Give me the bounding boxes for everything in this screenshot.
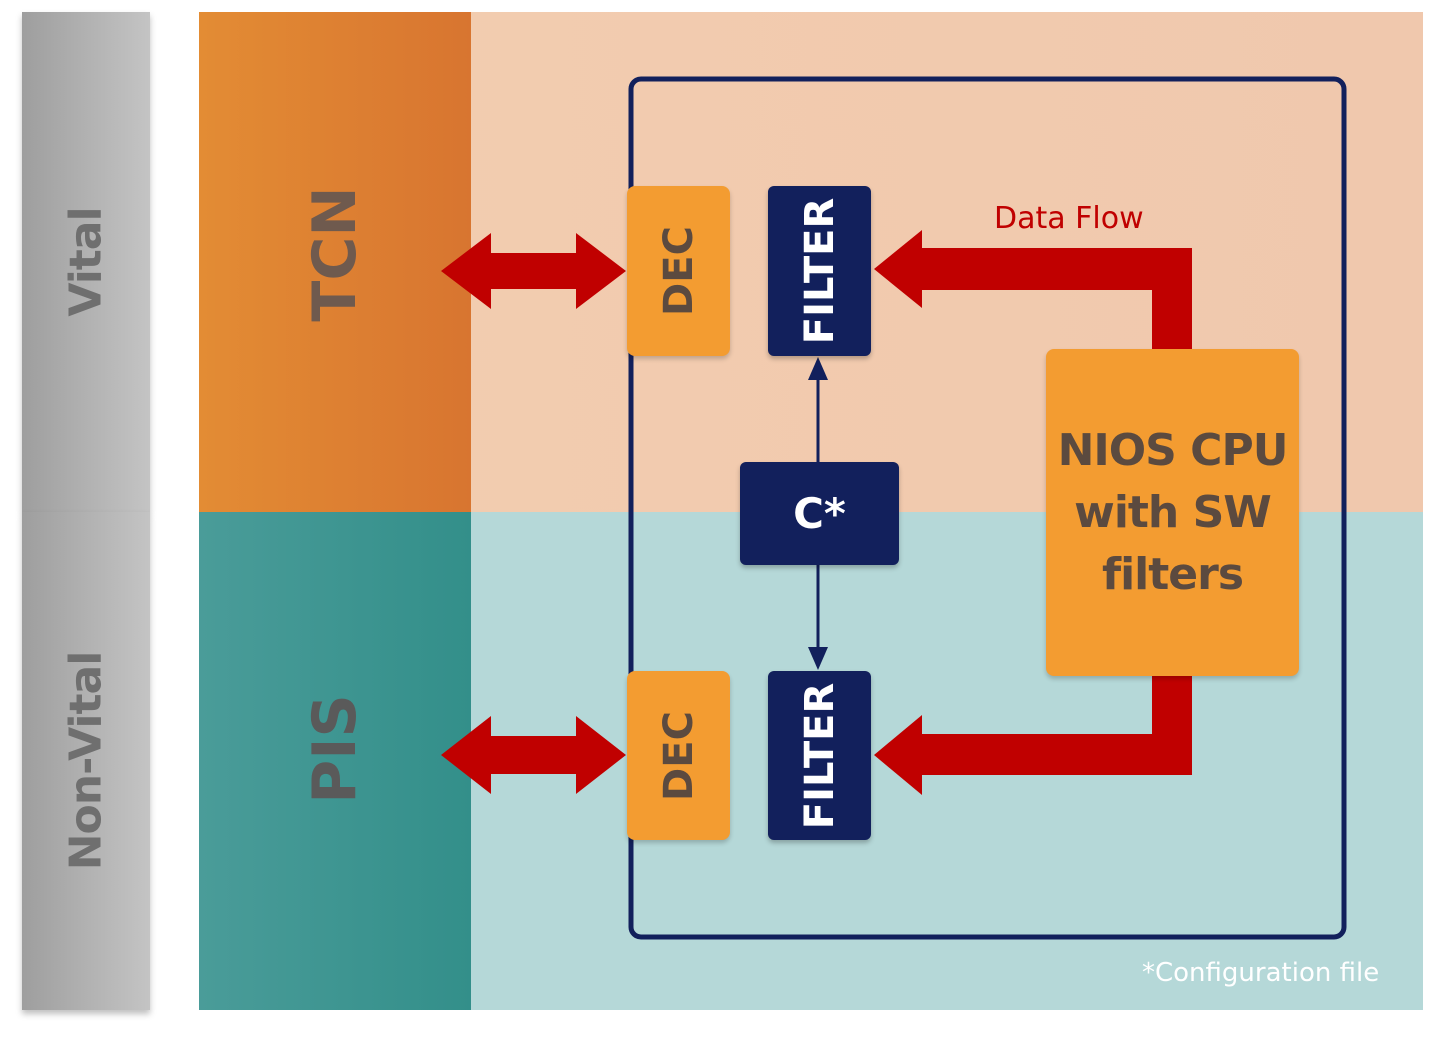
nios-cpu-block: NIOS CPU with SW filters (1046, 349, 1299, 676)
filter-bottom-label: FILTER (796, 682, 843, 829)
data-flow-arrow-bottom (874, 676, 1192, 795)
vital-band: Vital (22, 12, 150, 512)
pis-bidirectional-arrow (441, 716, 626, 794)
config-label: C* (793, 489, 846, 538)
cpu-label-line-3: filters (1101, 548, 1244, 600)
nios-cpu-text: NIOS CPU with SW filters (1057, 420, 1289, 606)
dec-bottom-label: DEC (655, 710, 702, 801)
filter-block-bottom: FILTER (768, 671, 871, 840)
fpga-boundary (628, 76, 1347, 940)
cpu-label-line-2: with SW (1074, 486, 1272, 538)
dec-block-top: DEC (627, 186, 730, 356)
dec-top-label: DEC (655, 226, 702, 316)
config-to-filter-bottom-arrowhead (808, 647, 828, 670)
filter-block-top: FILTER (768, 186, 871, 356)
dec-block-bottom: DEC (627, 671, 730, 840)
tcn-zone: TCN (199, 12, 471, 512)
pis-zone: PIS (199, 512, 471, 1010)
data-flow-arrow-top (874, 230, 1192, 349)
non-vital-band: Non-Vital (22, 512, 150, 1010)
cpu-label-line-1: NIOS CPU (1057, 424, 1289, 476)
config-to-filter-top-arrowhead (808, 357, 828, 380)
config-footnote: *Configuration file (1142, 958, 1380, 988)
data-flow-label: Data Flow (994, 201, 1144, 236)
tcn-bidirectional-arrow (441, 233, 626, 309)
config-block: C* (740, 462, 899, 565)
filter-top-label: FILTER (796, 197, 843, 345)
